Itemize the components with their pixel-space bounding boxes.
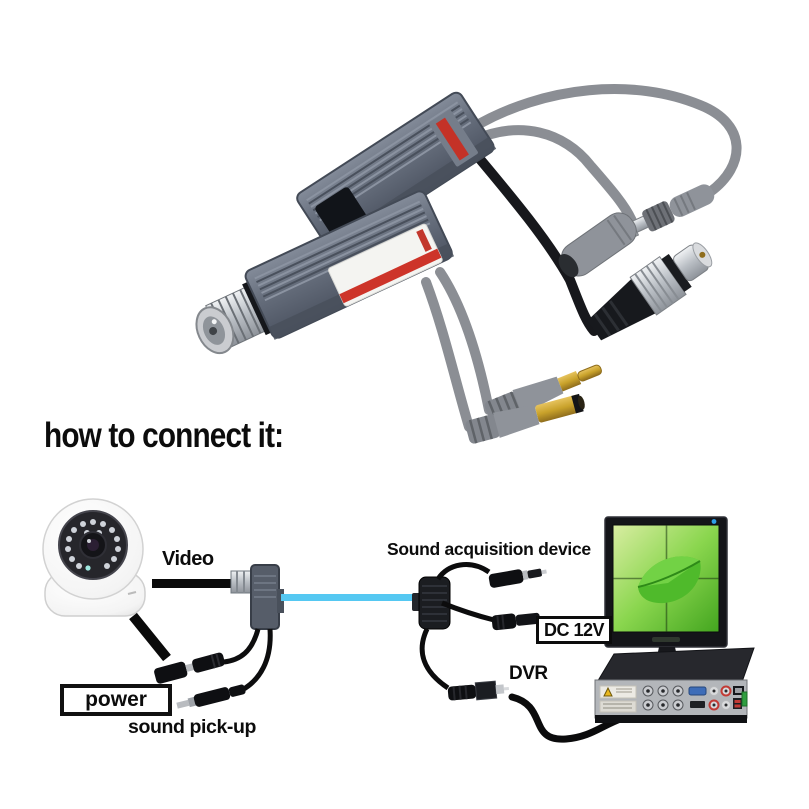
dc-power-junction [154,628,261,684]
monitor [604,516,728,677]
bnc-ports [642,685,684,711]
page-title: how to connect it: [44,416,284,455]
balun-receiver [412,576,451,630]
dome-camera [42,498,146,617]
sound-acquisition-label: Sound acquisition device [387,539,591,559]
power-line [129,612,171,662]
red-stripe-label [435,117,469,161]
product-photo [195,84,742,444]
sound-acquisition-connector [435,562,547,588]
utp-link-line [281,594,419,601]
pigtail-cables-gray-lower [421,267,494,432]
sound-pickup-plug [176,628,273,709]
hdmi-port [690,701,705,708]
dc12v-plug [441,600,541,631]
sound-pickup-label: sound pick-up [128,716,257,738]
vga-port [688,686,707,696]
video-line [152,579,232,588]
dc-male-connector [465,393,585,444]
dvr-label: DVR [509,663,548,684]
balun-photo-bnc [195,190,455,355]
balun-transmitter [230,564,284,630]
dc-12v-label-box: DC 12V [536,616,613,644]
bnc-adapter-pair [587,242,713,341]
video-label: Video [162,548,214,570]
white-label-red-stripe [328,223,443,307]
connection-diagram [42,498,755,743]
dvr-rear-ports [599,685,748,713]
rca-female-connector [558,212,637,278]
rca-ports [708,685,732,711]
balun-photo-rj45 [296,91,497,255]
usb-ports [733,698,742,709]
leaf-wallpaper [637,556,701,604]
dvr-recorder [594,647,755,723]
terminal-block [741,691,748,707]
pigtail-cables-gray [465,84,742,226]
power-label-box: power [60,684,172,716]
